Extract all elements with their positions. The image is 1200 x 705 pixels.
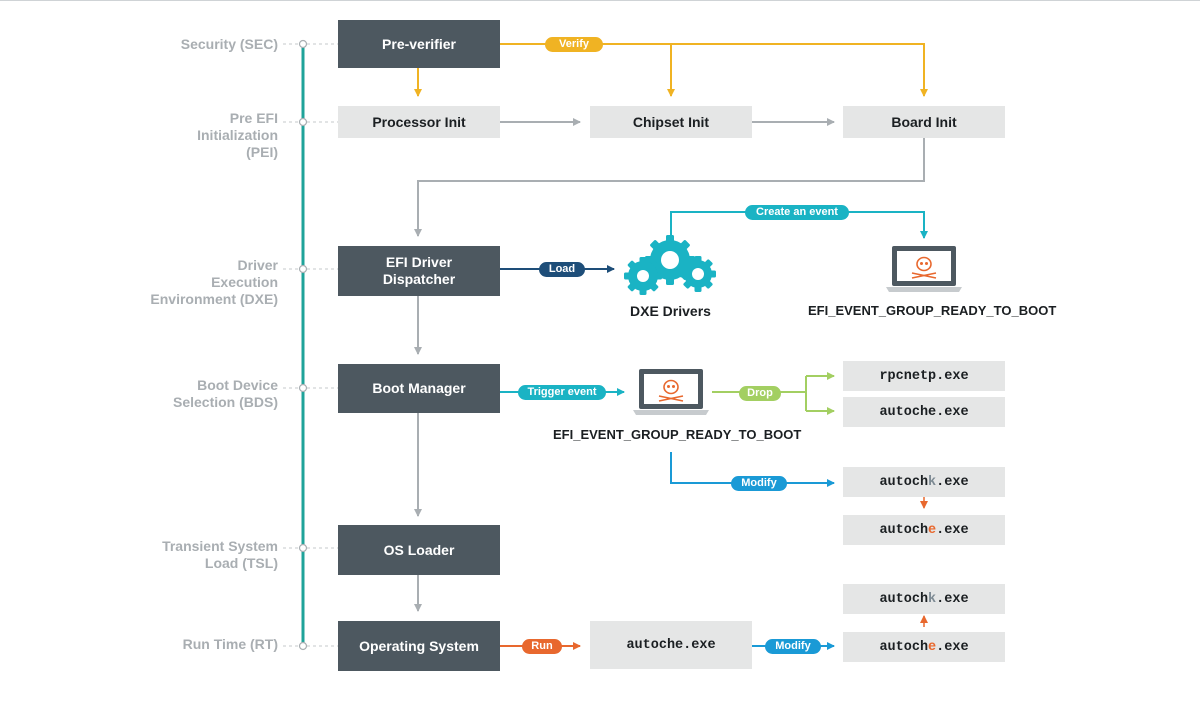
file-rpcnetp-box: rpcnetp.exe <box>843 361 1005 391</box>
filename-prefix: autoch <box>879 639 929 655</box>
arrow-board-to-dispatcher <box>414 138 925 237</box>
pre-verifier-box: Pre-verifier <box>338 20 500 68</box>
board-init-box: Board Init <box>843 106 1005 138</box>
dxe-drivers-caption: DXE Drivers <box>630 303 711 319</box>
laptop-skull-icon <box>886 246 962 292</box>
filename-suffix: .exe <box>936 474 969 490</box>
boot-manager-box: Boot Manager <box>338 364 500 413</box>
phase-label-dxe-line2: Execution <box>211 274 278 290</box>
drop-pill: Drop <box>739 386 781 401</box>
filename-suffix: .exe <box>936 639 969 655</box>
create-event-pill: Create an event <box>745 205 849 220</box>
verify-pill: Verify <box>545 37 603 52</box>
filename-changed-letter: e <box>928 522 937 538</box>
processor-init-box: Processor Init <box>338 106 500 138</box>
modify-bds-pill: Modify <box>731 476 787 491</box>
phase-label-bds-line1: Boot Device <box>197 377 278 393</box>
operating-system-box: Operating System <box>338 621 500 671</box>
os-loader-box: OS Loader <box>338 525 500 575</box>
ready-to-boot-caption-bottom: EFI_EVENT_GROUP_READY_TO_BOOT <box>553 427 802 442</box>
phase-label-tsl: Transient System Load (TSL) <box>162 538 278 572</box>
phase-markers <box>298 39 308 651</box>
phase-label-pei-line3: (PEI) <box>246 144 278 160</box>
filename-prefix: autoch <box>879 522 929 538</box>
phase-label-dxe: Driver Execution Environment (DXE) <box>150 257 278 308</box>
phase-label-dxe-line3: Environment (DXE) <box>150 291 278 307</box>
modify-rt-pill: Modify <box>765 639 821 654</box>
trigger-event-pill: Trigger event <box>518 385 606 400</box>
chipset-init-box: Chipset Init <box>590 106 752 138</box>
phase-label-tsl-line1: Transient System <box>162 538 278 554</box>
efi-driver-dispatcher-line2: Dispatcher <box>382 271 456 287</box>
top-rule <box>0 0 1200 1</box>
load-pill: Load <box>539 262 585 277</box>
filename-suffix: .exe <box>936 522 969 538</box>
phase-label-pei: Pre EFI Initialization (PEI) <box>197 110 278 161</box>
filename-prefix: autoch <box>879 591 929 607</box>
phase-label-sec: Security (SEC) <box>180 36 278 52</box>
file-autoche-dropped-box: autoche.exe <box>843 397 1005 427</box>
filename-prefix: autoch <box>879 474 929 490</box>
run-pill: Run <box>522 639 562 654</box>
efi-driver-dispatcher-line1: EFI Driver <box>385 254 453 270</box>
phase-leaders <box>283 43 338 647</box>
phase-label-bds: Boot Device Selection (BDS) <box>173 377 278 411</box>
ready-to-boot-caption-top: EFI_EVENT_GROUP_READY_TO_BOOT <box>808 303 1057 318</box>
verify-connector <box>414 43 928 97</box>
file-autoche-run-box: autoche.exe <box>590 621 752 669</box>
laptop-skull-icon <box>633 369 709 415</box>
phase-label-dxe-line1: Driver <box>237 257 278 273</box>
phase-label-pei-line2: Initialization <box>197 127 278 143</box>
gears-icon <box>624 235 716 295</box>
filename-suffix: .exe <box>936 591 969 607</box>
phase-label-pei-line1: Pre EFI <box>229 110 278 126</box>
filename-changed-letter: k <box>928 474 937 490</box>
filename-changed-letter: k <box>928 591 937 607</box>
phase-label-bds-line2: Selection (BDS) <box>172 394 278 410</box>
phase-label-rt: Run Time (RT) <box>182 636 278 652</box>
phase-label-tsl-line2: Load (TSL) <box>204 555 278 571</box>
efi-driver-dispatcher-box: EFI Driver Dispatcher <box>338 246 500 296</box>
filename-changed-letter: e <box>928 639 937 655</box>
